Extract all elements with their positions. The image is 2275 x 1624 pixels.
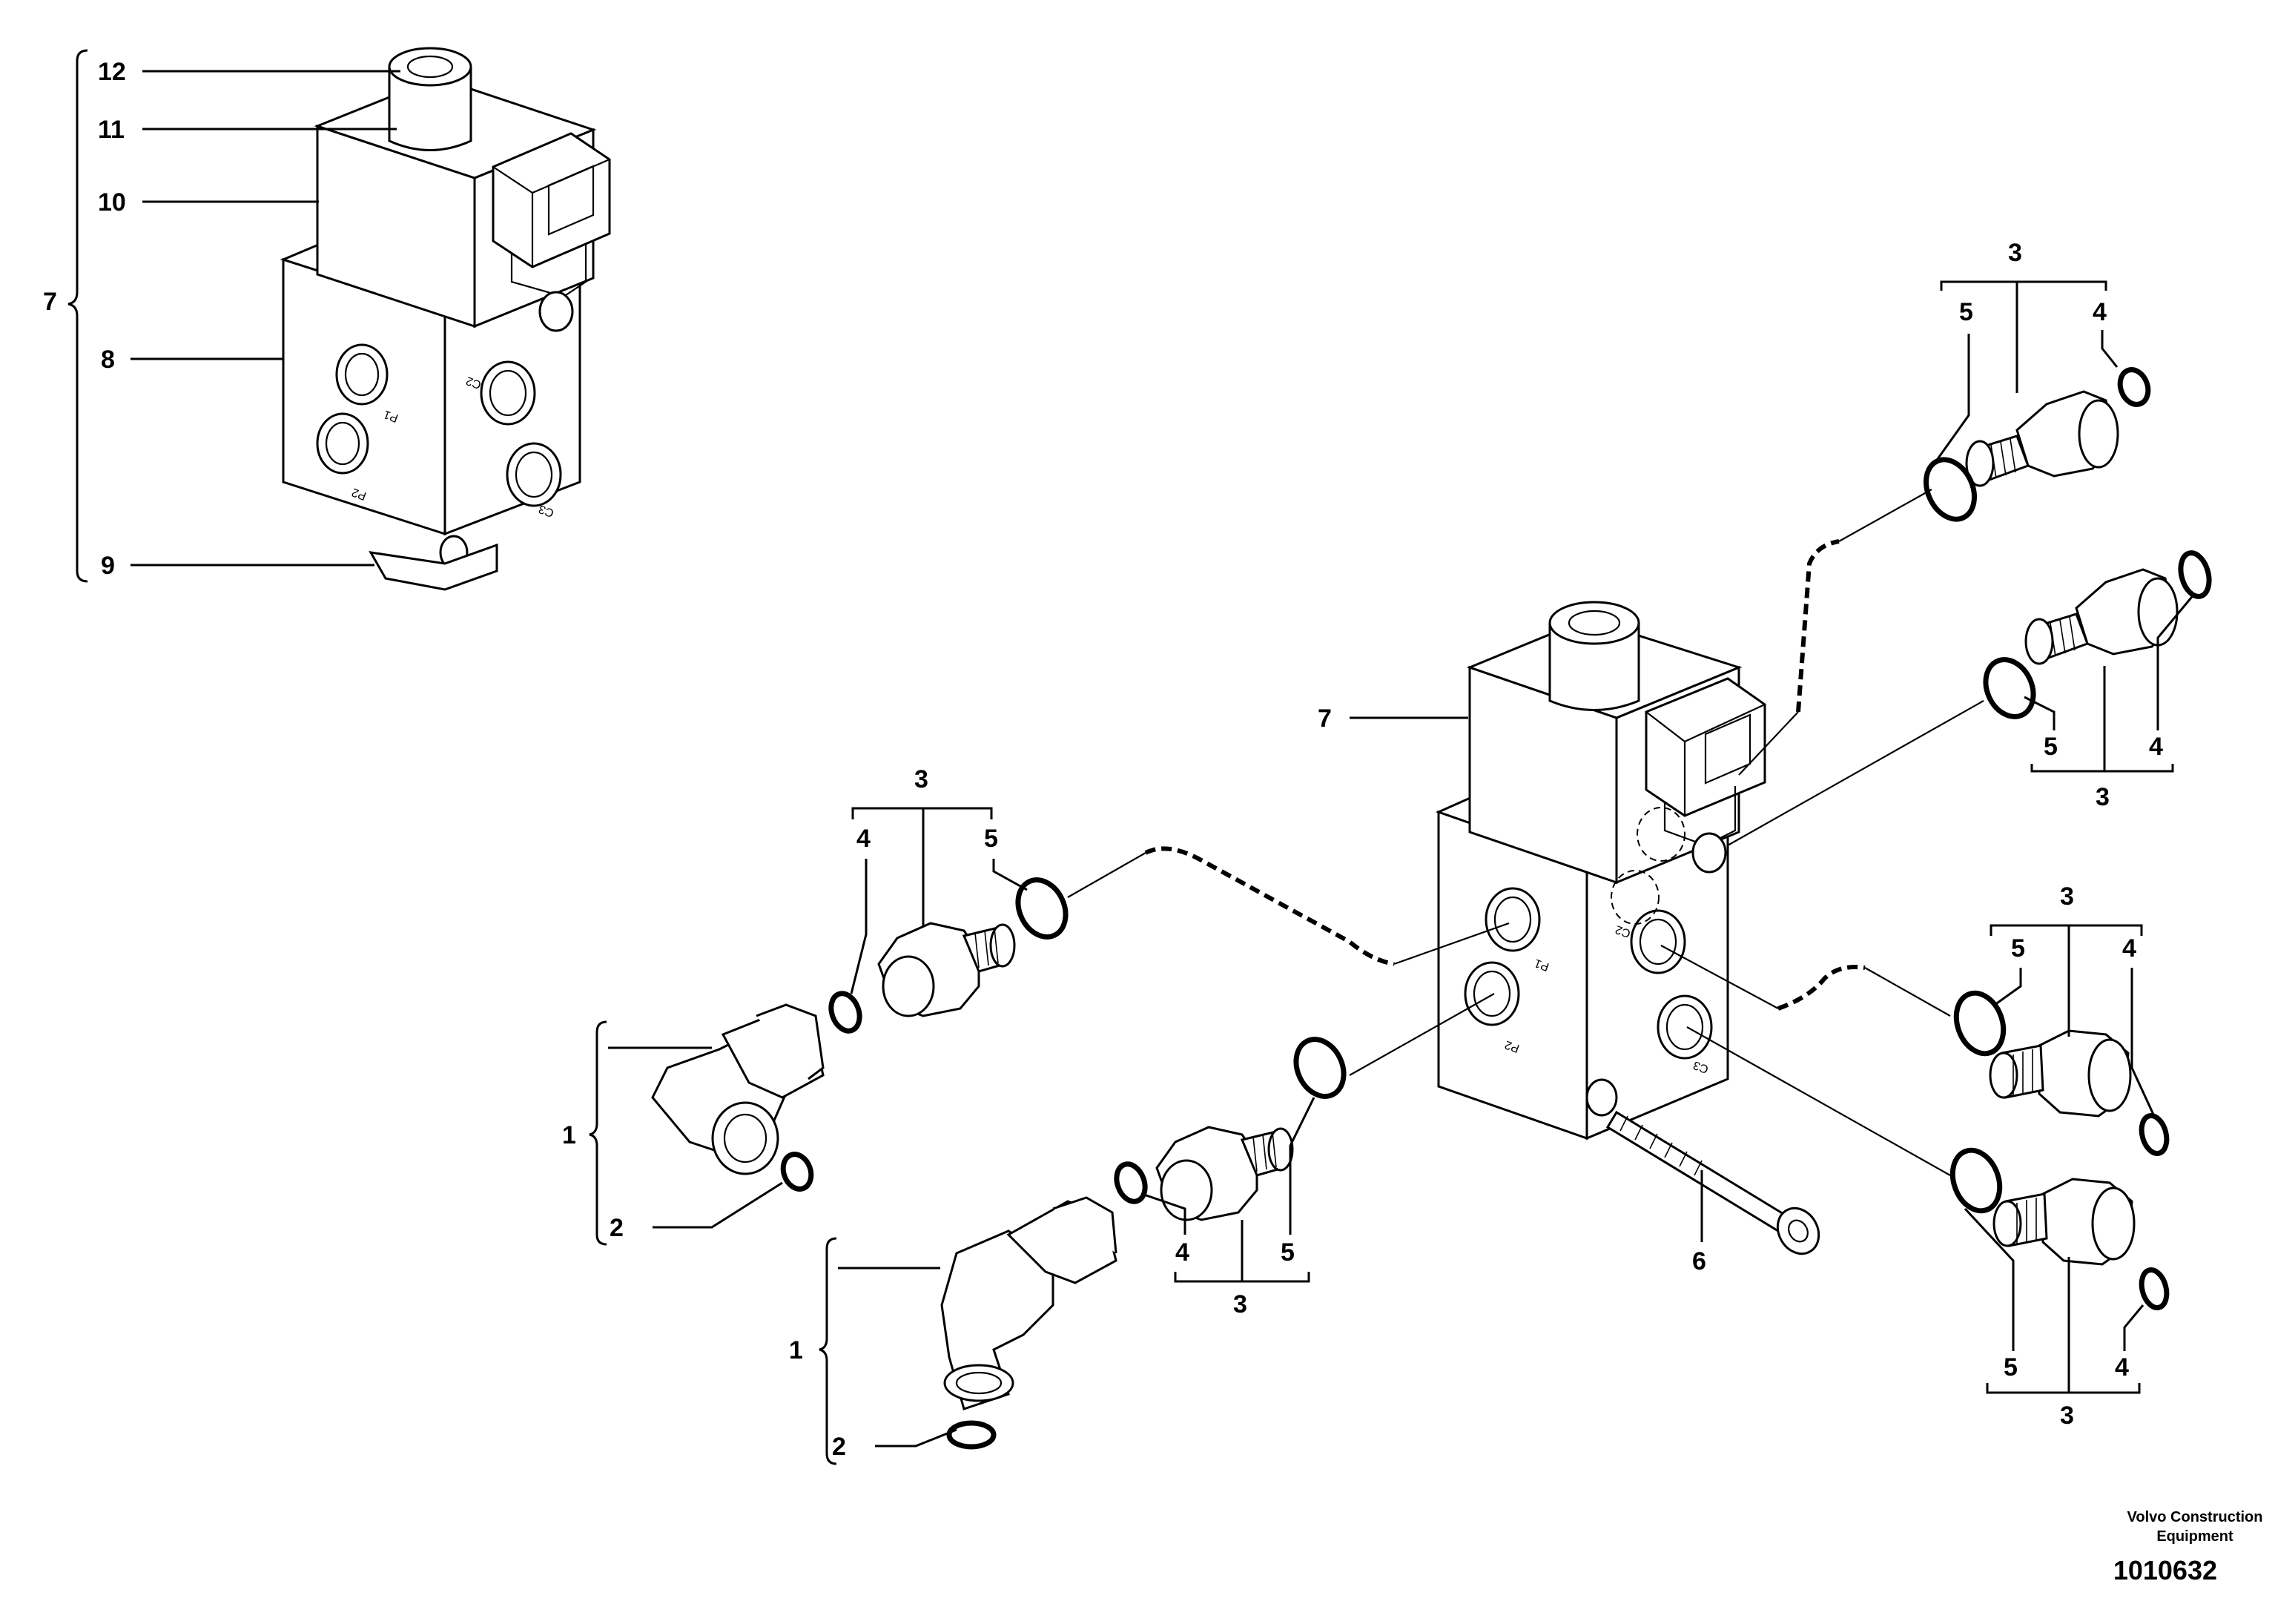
oring-c2-right-large	[1953, 990, 2007, 1057]
callout-4-mid-right: 4	[2149, 733, 2163, 761]
callout-5-bottom-right: 5	[2004, 1353, 2018, 1382]
callout-4-bottom-right: 4	[2115, 1353, 2129, 1382]
oring-upper-left-large	[1015, 877, 1069, 940]
callout-5-lower-mid: 5	[1281, 1238, 1295, 1267]
oring-upper-elbow	[780, 1152, 814, 1192]
detail-valve-assembly: P1 P2 C2 C3	[67, 47, 611, 591]
main-top-stem	[1548, 623, 1640, 711]
oring-lower-mid-small	[1114, 1161, 1148, 1204]
callout-5-upper-left: 5	[984, 825, 998, 853]
callout-3-lower-mid: 3	[1233, 1290, 1247, 1318]
elbow-upper	[651, 1003, 825, 1175]
footer: Volvo Construction Equipment 1010632	[2113, 1509, 2263, 1585]
fitting-upper-left	[877, 922, 1016, 1017]
oring-upper-left-small	[828, 991, 862, 1034]
screw	[1605, 1110, 1820, 1255]
callout-5-c2-right: 5	[2011, 934, 2025, 963]
callout-6: 6	[1692, 1247, 1706, 1275]
callout-7-detail: 7	[43, 288, 57, 316]
drawing-number: 1010632	[2113, 1555, 2217, 1585]
main-port-c2: C2	[1614, 922, 1632, 940]
detail-port-c3: C3	[537, 502, 555, 519]
callout-7-main: 7	[1318, 704, 1332, 733]
main-port-p1: P1	[1533, 957, 1551, 974]
oring-mid-right-large	[1983, 657, 2036, 719]
oring-lower-mid-large	[1293, 1037, 1347, 1099]
fitting-top-right	[1965, 390, 2119, 487]
detail-brace	[67, 49, 88, 583]
oring-bottom-right-large	[1949, 1147, 2003, 1214]
main-leaders	[589, 280, 2196, 1465]
callout-3-bottom-right: 3	[2060, 1402, 2074, 1430]
callout-4-c2-right: 4	[2122, 934, 2136, 963]
detail-top-stem	[388, 67, 472, 151]
callout-2-upper: 2	[610, 1214, 624, 1242]
credit-line-1: Volvo Construction	[2127, 1509, 2263, 1525]
callout-2-lower: 2	[832, 1433, 846, 1461]
callout-5-top-right: 5	[1959, 298, 1973, 326]
oring-top-right-small	[2117, 367, 2151, 407]
callout-3-mid-right: 3	[2096, 783, 2110, 811]
fitting-c2-right	[1989, 1029, 2132, 1118]
callout-8: 8	[101, 346, 115, 374]
fitting-bottom-right	[1992, 1178, 2136, 1266]
oring-mid-right-small	[2178, 550, 2212, 599]
detail-connector	[492, 132, 611, 268]
oring-bottom-right-small	[2139, 1267, 2170, 1310]
callout-1-lower: 1	[789, 1336, 803, 1364]
callout-10: 10	[98, 188, 126, 217]
callout-4-top-right: 4	[2093, 298, 2107, 326]
fitting-mid-right	[2024, 568, 2179, 665]
callout-3-c2-right: 3	[2060, 882, 2074, 911]
detail-callouts: 12 11 10 7 8 9	[43, 58, 126, 580]
main-port-p2: P2	[1503, 1038, 1521, 1055]
callout-12: 12	[98, 58, 126, 86]
callout-11: 11	[98, 116, 125, 144]
callout-4-lower-mid: 4	[1175, 1238, 1189, 1267]
callout-4-upper-left: 4	[856, 825, 871, 853]
main-valve-assembly: P1 P2 C2 C3	[1435, 601, 1766, 1141]
main-port-c3: C3	[1691, 1058, 1710, 1075]
detail-port-p1: P1	[382, 408, 400, 425]
callout-9: 9	[101, 552, 115, 580]
assembly-paths	[1067, 489, 1984, 1176]
callout-1-upper: 1	[562, 1121, 576, 1149]
callout-3-upper-left: 3	[914, 765, 928, 793]
o-rings	[780, 367, 2212, 1450]
detail-port-p2: P2	[350, 486, 368, 503]
detail-bottom-boss	[369, 543, 498, 591]
callout-3-top-right: 3	[2008, 239, 2022, 267]
oring-c2-right-small	[2139, 1113, 2170, 1156]
oring-lower-elbow	[946, 1420, 997, 1450]
main-callouts: 7 6 3 5 4 5 4 3 3 5 4 5 4 3 3 4 5 4 5 3 …	[562, 239, 2163, 1461]
detail-port-c2: C2	[464, 374, 483, 391]
callout-5-mid-right: 5	[2044, 733, 2058, 761]
elbow-lower	[940, 1196, 1117, 1410]
detail-leaders	[131, 70, 400, 567]
credit-line-2: Equipment	[2156, 1528, 2233, 1545]
